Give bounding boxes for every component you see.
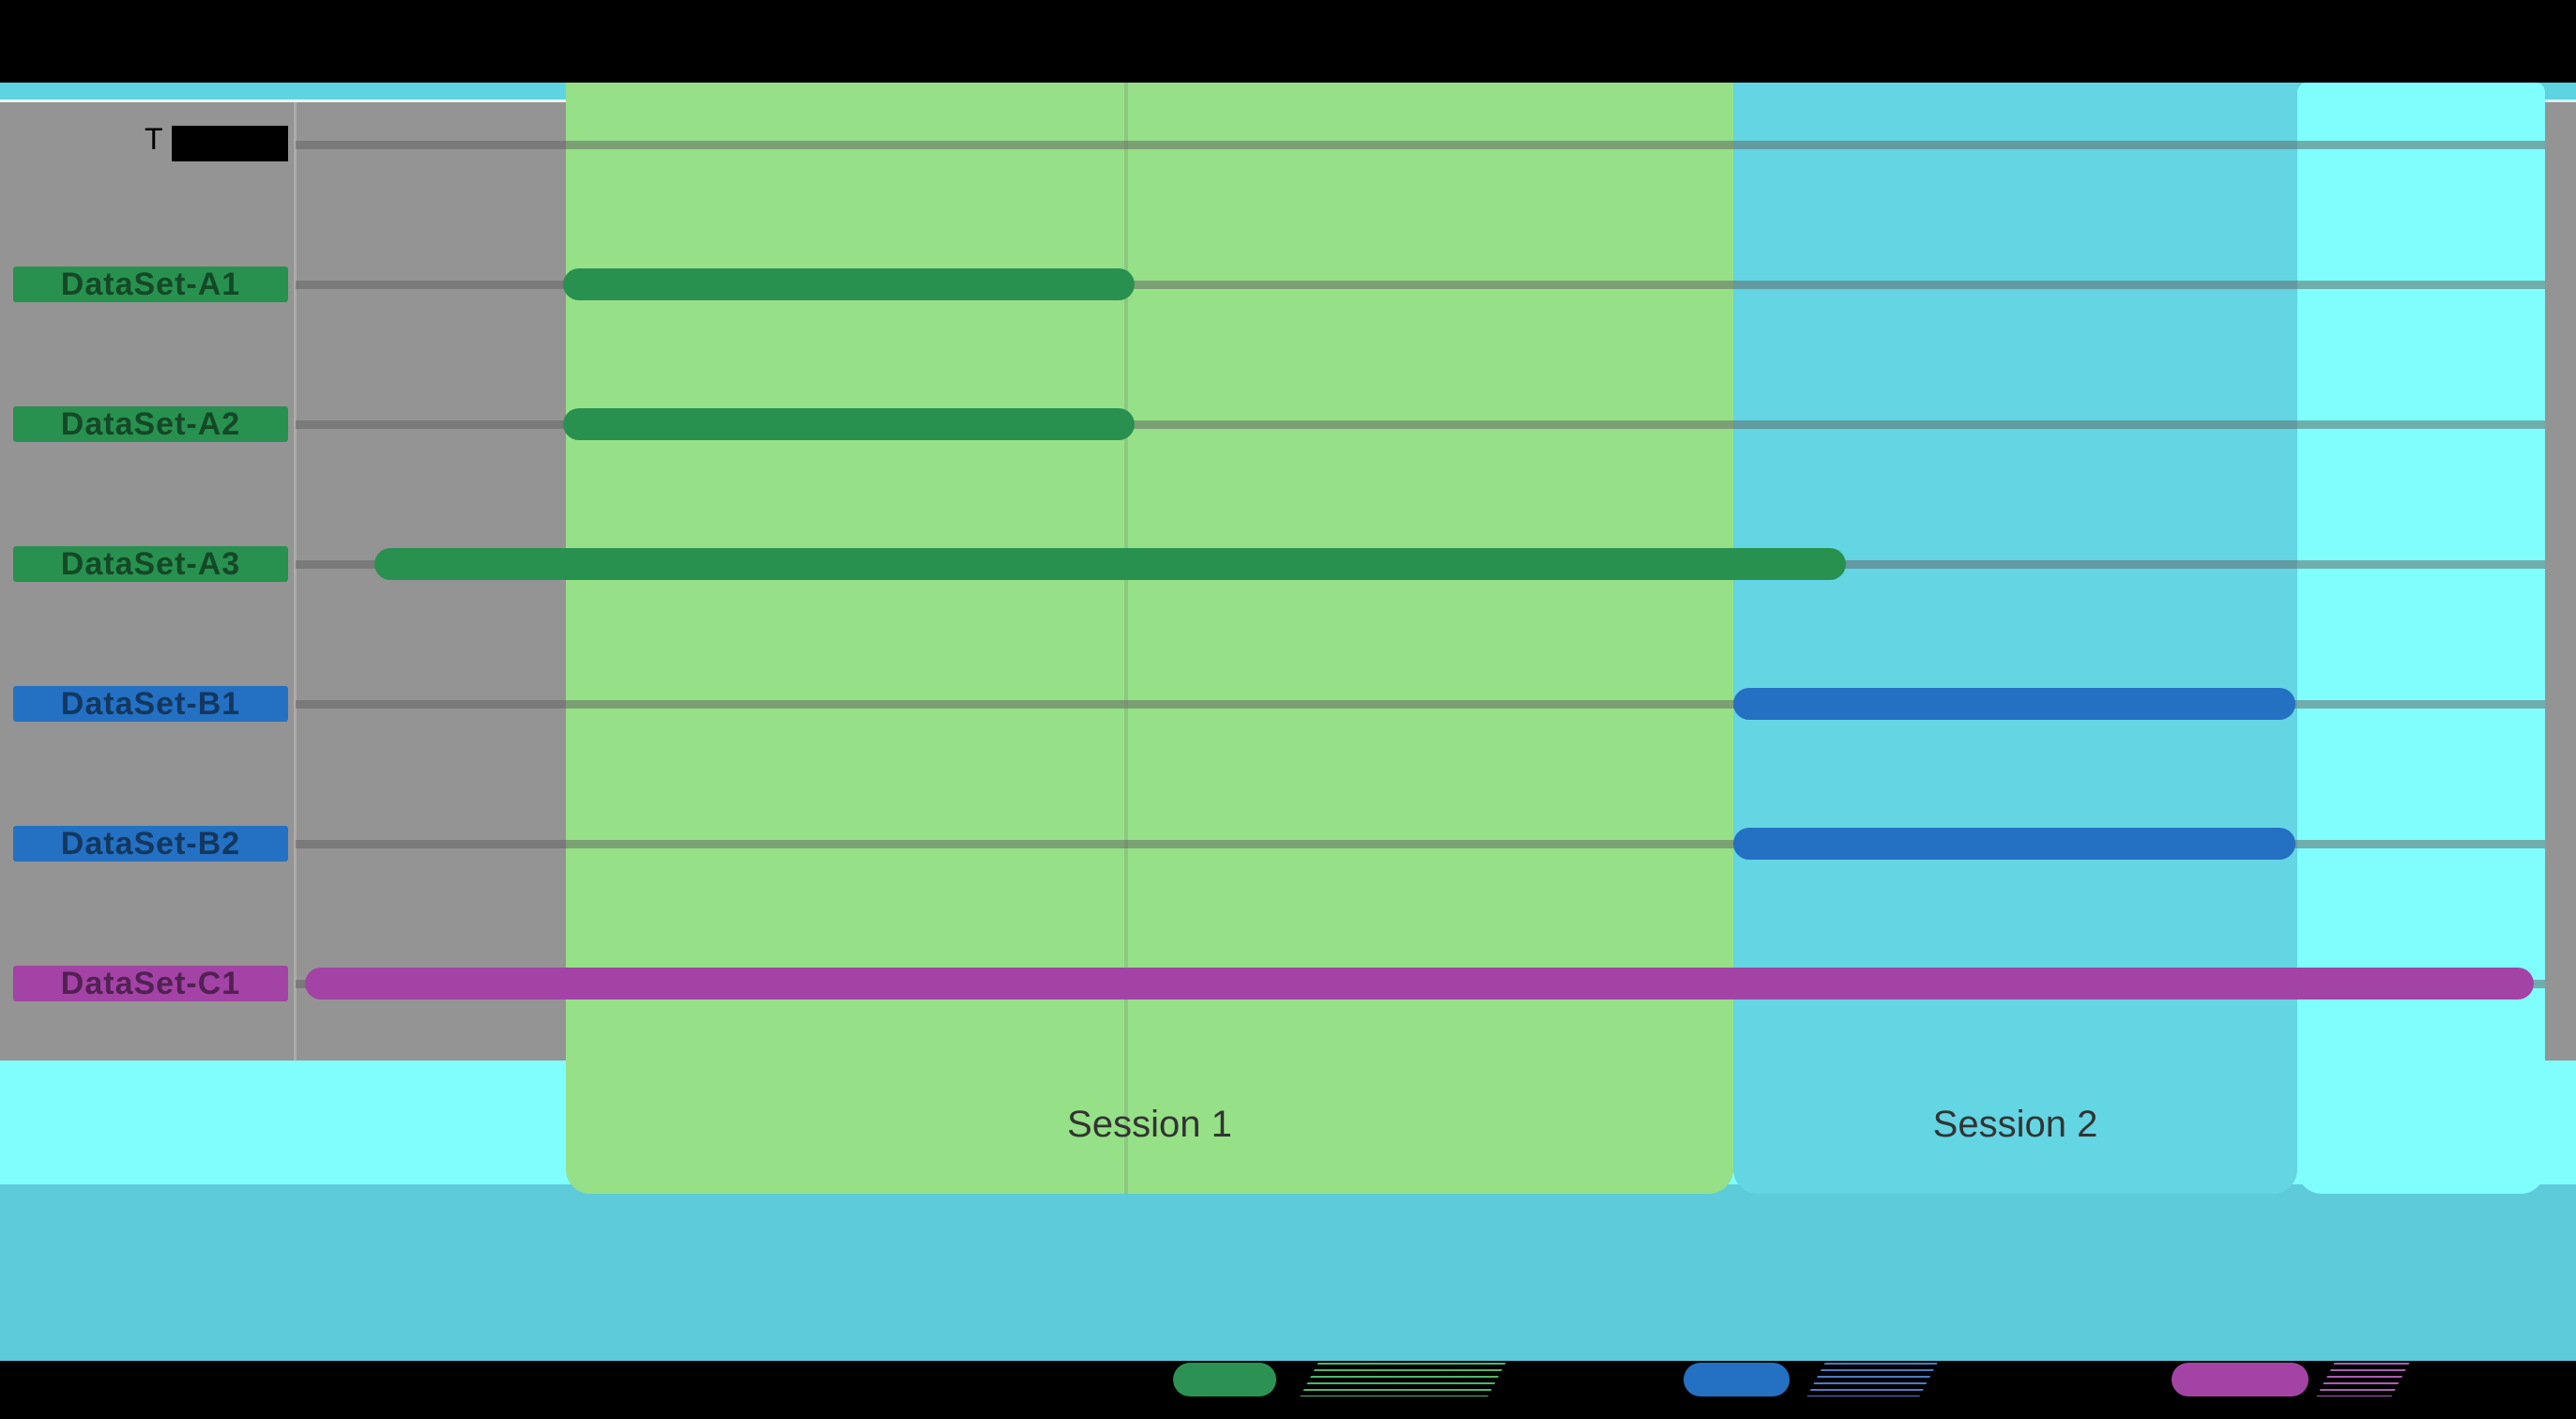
session-2-band	[1733, 83, 2297, 1194]
post-session-band	[2297, 83, 2545, 1194]
row-label-DataSet-A1: DataSet-A1	[13, 267, 288, 302]
task-bar-DataSet-B2[interactable]	[1732, 828, 2295, 860]
legend-label-glitch-green	[1300, 1363, 1506, 1396]
session-1-band	[566, 83, 1733, 1194]
legend-swatch-purple[interactable]	[2172, 1363, 2309, 1396]
vertical-gridline	[1124, 83, 1128, 1194]
row-label-DataSet-B2: DataSet-B2	[13, 826, 288, 862]
legend-swatch-blue[interactable]	[1684, 1363, 1790, 1396]
legend-label-glitch-purple	[2316, 1363, 2410, 1396]
gridline-row-0	[296, 141, 2545, 149]
task-bar-DataSet-A3[interactable]	[373, 548, 1846, 580]
gridline-row-5	[296, 840, 2545, 848]
task-bar-DataSet-B1[interactable]	[1732, 688, 2295, 720]
row-label-DataSet-A3: DataSet-A3	[13, 546, 288, 582]
bottom-cyan-band	[0, 1184, 2576, 1361]
first-row-label-blackout-box	[172, 126, 288, 161]
row-label-DataSet-C1: DataSet-C1	[13, 966, 288, 1001]
top-hairline-right	[2545, 99, 2576, 102]
task-bar-DataSet-A1[interactable]	[563, 268, 1136, 300]
label-gutter-seam	[294, 101, 297, 1060]
row-label-DataSet-B1: DataSet-B1	[13, 686, 288, 722]
task-bar-DataSet-A2[interactable]	[563, 408, 1136, 440]
legend-label-glitch-blue	[1806, 1363, 1938, 1396]
task-bar-DataSet-C1[interactable]	[304, 968, 2534, 999]
row-label-DataSet-A2: DataSet-A2	[13, 406, 288, 442]
gridline-row-1	[296, 281, 2545, 289]
gridline-row-2	[296, 420, 2545, 429]
first-row-label-visible-letter: T	[145, 122, 163, 156]
legend-swatch-green[interactable]	[1173, 1363, 1276, 1396]
session-2-label: Session 2	[1932, 1103, 2098, 1145]
gridline-row-4	[296, 700, 2545, 709]
top-hairline-left	[0, 99, 566, 102]
session-1-label: Session 1	[1067, 1103, 1232, 1145]
